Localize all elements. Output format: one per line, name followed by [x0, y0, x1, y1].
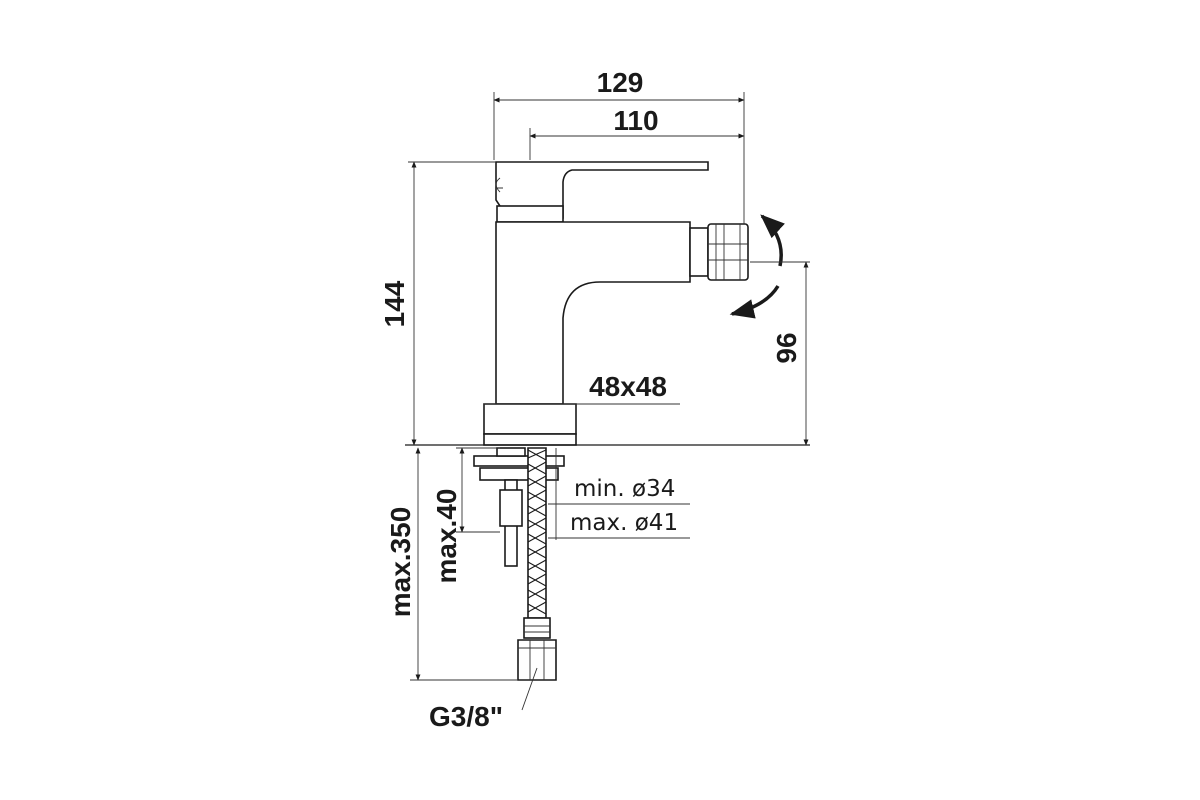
flex-hose [517, 447, 557, 681]
base-plate [483, 433, 577, 446]
swivel-nozzle [689, 223, 749, 281]
dim-hose-length-label: max.350 [385, 507, 416, 618]
cartridge-body [496, 205, 564, 223]
dim-hole-diameter: min. ø34 max. ø41 [548, 448, 690, 540]
dim-base-size-label: 48x48 [589, 371, 667, 402]
dim-overall-height: 144 [379, 161, 496, 446]
dim-overall-width-label: 129 [597, 67, 644, 98]
dim-spout-width: 110 [529, 105, 745, 160]
rotation-arrows [729, 214, 785, 319]
dim-hole-min-label: min. ø34 [574, 476, 675, 502]
hose-nut [517, 639, 557, 681]
dim-hole-max-label: max. ø41 [570, 510, 678, 536]
under-deck-fixing [473, 447, 565, 567]
dim-spout-width-label: 110 [613, 105, 658, 136]
dim-connection-thread: G3/8" [429, 667, 538, 732]
base-flange [483, 403, 577, 435]
dim-overall-height-label: 144 [379, 280, 410, 327]
dim-overall-width: 129 [493, 67, 745, 224]
spout-column [495, 221, 691, 405]
faucet-body [405, 161, 810, 446]
dim-outlet-height: 96 [750, 261, 810, 446]
dim-deck-thickness-label: max.40 [431, 489, 462, 584]
dim-base-size: 48x48 [484, 371, 680, 405]
dim-connection-thread-label: G3/8" [429, 701, 503, 732]
dim-hose-length: max.350 [385, 447, 518, 681]
dim-outlet-height-label: 96 [771, 332, 802, 363]
dim-deck-thickness: max.40 [431, 447, 500, 584]
